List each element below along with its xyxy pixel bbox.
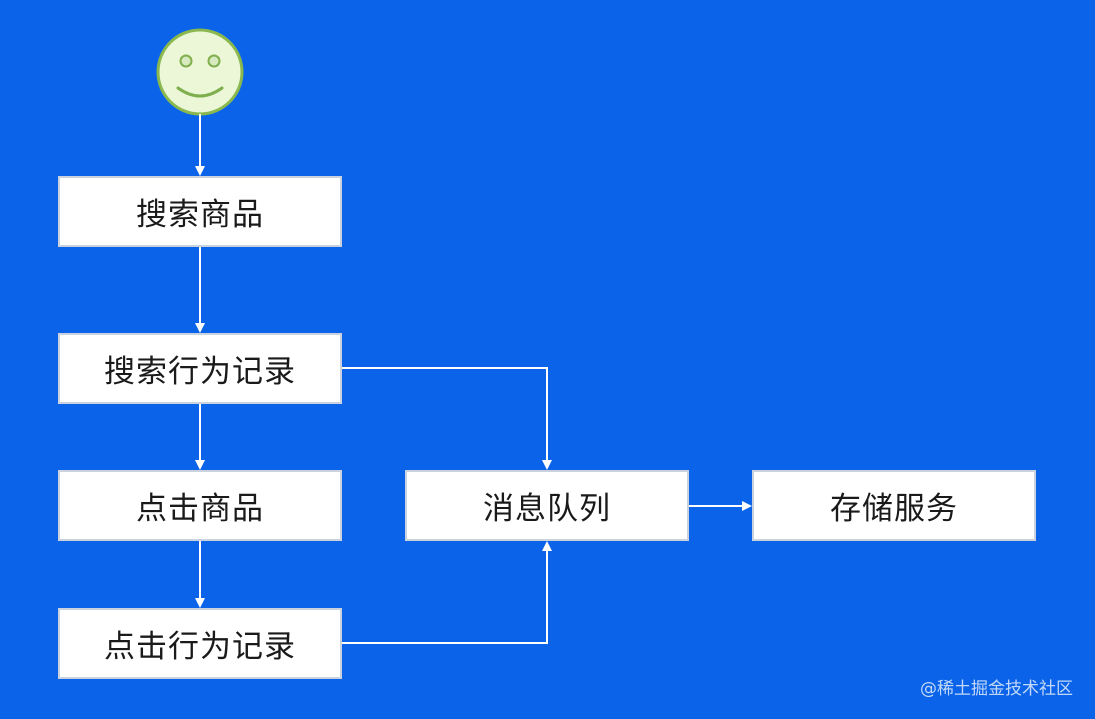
node-storage-service: 存储服务 <box>752 470 1036 541</box>
arrow-click-log-to-queue <box>342 541 552 644</box>
node-click-behavior-log: 点击行为记录 <box>58 608 342 679</box>
arrow-search-log-to-queue <box>342 367 552 470</box>
node-click-product-label: 点击商品 <box>136 491 264 527</box>
node-search-product-label: 搜索商品 <box>136 197 264 233</box>
node-click-behavior-log-label: 点击行为记录 <box>104 629 296 665</box>
node-message-queue: 消息队列 <box>405 470 689 541</box>
node-message-queue-label: 消息队列 <box>483 491 611 527</box>
smiley-face-icon <box>156 28 244 116</box>
node-search-product: 搜索商品 <box>58 176 342 247</box>
node-search-behavior-log: 搜索行为记录 <box>58 333 342 404</box>
watermark: @稀土掘金技术社区 <box>920 679 1073 699</box>
node-click-product: 点击商品 <box>58 470 342 541</box>
node-storage-service-label: 存储服务 <box>830 491 958 527</box>
node-search-behavior-log-label: 搜索行为记录 <box>104 354 296 390</box>
